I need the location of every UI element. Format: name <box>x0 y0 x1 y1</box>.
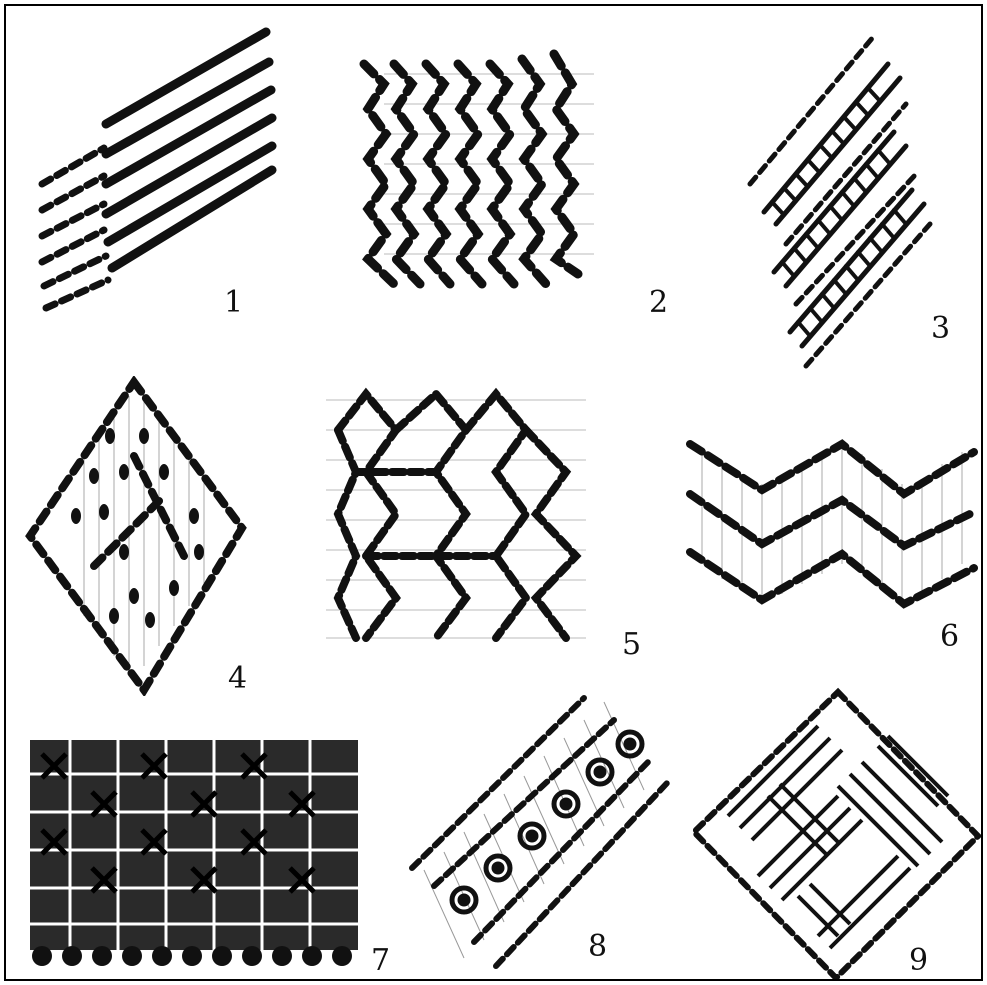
panel-2-number: 2 <box>649 288 668 318</box>
panel-7-dense-fill <box>22 734 368 970</box>
figure-frame: 1 2 <box>4 4 983 981</box>
panel-8-number: 8 <box>588 932 607 962</box>
panel-9-basketweave <box>688 686 983 981</box>
panel-6-zigzag-bands <box>682 434 982 614</box>
panel-2-zigzag-columns <box>354 44 604 304</box>
panel-4-diamond <box>24 376 254 696</box>
panel-5-lattice <box>326 380 596 650</box>
panel-1-number: 1 <box>224 288 243 318</box>
panel-5-number: 5 <box>622 630 641 660</box>
panel-1-diagonal-stitches <box>34 24 284 314</box>
panel-4-number: 4 <box>228 664 247 694</box>
panel-9-number: 9 <box>909 946 928 976</box>
panel-8-spiral-band <box>404 690 674 974</box>
panel-7-number: 7 <box>371 946 390 976</box>
panel-3-number: 3 <box>931 314 950 344</box>
panel-3-diagonal-ladders <box>746 34 936 374</box>
panel-6-number: 6 <box>940 622 959 652</box>
